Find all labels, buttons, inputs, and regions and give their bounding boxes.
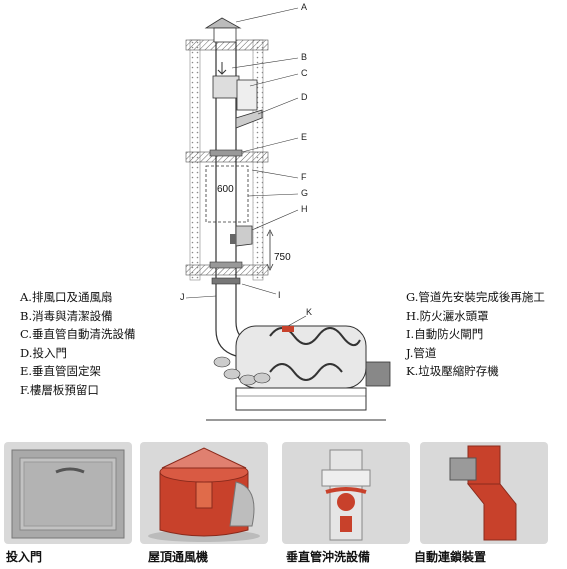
callout-b: B [301,52,308,62]
legend-item-d: D.投入門 [20,345,67,360]
legend-item-k: K.垃圾壓縮貯存機 [406,364,499,378]
fan-unit [212,75,240,99]
callout-i: I [278,290,281,300]
dimension-floor-height: 600 [217,184,234,195]
compactor-base [235,387,367,411]
chute-collar-2 [209,261,243,269]
cleaning-unit [236,79,258,111]
intake-door-lower [235,225,253,247]
legend-left: A.排風口及通風扇 B.消毒與清潔設備 C.垂直管自動清洗設備 D.投入門 E.… [20,288,136,399]
caption-chute-washer: 垂直管沖洗設備 [286,550,371,564]
callout-g: G [301,188,309,198]
callout-h: H [301,204,308,214]
legend-item-h: H.防火灑水頭罩 [406,308,489,323]
dimension-hopper-height: 750 [274,252,291,263]
callout-k: K [306,307,313,317]
photo-chute-washer [282,442,410,544]
caption-intake-door: 投入門 [6,550,43,564]
legend-item-b: B.消毒與清潔設備 [20,308,113,323]
legend-item-f: F.樓層板預留口 [20,382,99,397]
callout-a: A [301,2,308,12]
callout-f: F [301,172,307,182]
callout-j: J [180,292,185,302]
callout-d: D [301,92,308,102]
callout-e: E [301,132,308,142]
fire-damper [211,277,241,285]
legend-item-i: I.自動防火閘門 [406,327,484,341]
legend-item-e: E.垂直管固定架 [20,364,102,378]
photo-roof-fan [140,442,268,544]
roof-vent-cap [204,17,242,29]
legend-item-g: G.管道先安裝完成後再施工 [406,290,545,304]
legend-item-a: A.排風口及通風扇 [20,290,113,304]
compactor-machine [213,325,391,389]
legend-right: G.管道先安裝完成後再施工 H.防火灑水頭罩 I.自動防火閘門 J.管道 K.垃… [406,288,545,381]
garbage-chute-diagram [185,7,391,421]
legend-item-j: J.管道 [406,345,437,360]
chute-collar-1 [209,149,243,157]
shaft-outline [205,165,249,223]
photo-intake-door [4,442,132,544]
caption-roof-fan: 屋頂通風機 [148,550,209,564]
callout-c: C [301,68,308,78]
intake-door-upper [235,109,263,129]
caption-interlock-device: 自動連鎖裝置 [414,550,487,564]
photo-interlock-device [420,442,548,544]
legend-item-c: C.垂直管自動清洗設備 [20,327,136,341]
